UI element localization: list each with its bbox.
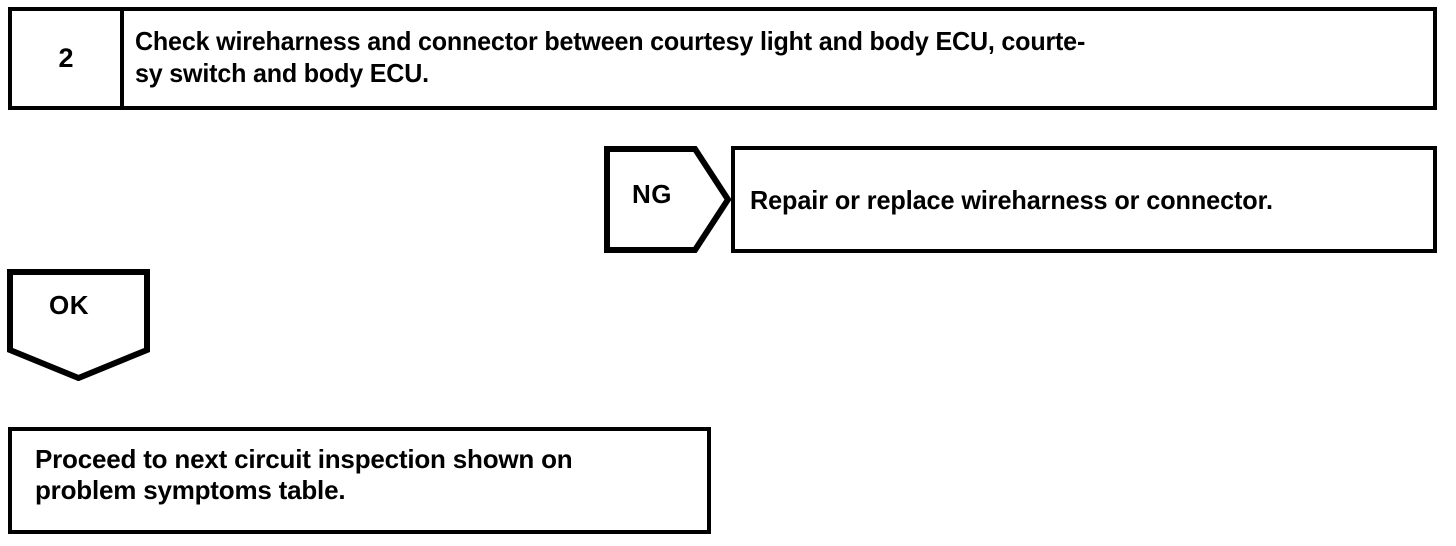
step-number: 2 [58,43,74,73]
step-instruction-row: 2 Check wireharness and connector betwee… [8,7,1437,110]
ng-result-box: Repair or replace wireharness or connect… [731,146,1437,253]
ng-arrow-icon [604,146,731,253]
ok-arrow-icon [7,269,150,381]
ng-branch-label: NG [632,179,672,209]
ok-result-text: Proceed to next circuit inspection shown… [35,444,573,505]
step-instruction-cell: Check wireharness and connector between … [124,11,1433,106]
ok-branch-label: OK [49,290,89,320]
ng-result-text: Repair or replace wireharness or connect… [750,184,1273,215]
step-number-cell: 2 [12,11,124,106]
ok-result-box: Proceed to next circuit inspection shown… [8,427,711,534]
step-instruction-text: Check wireharness and connector between … [135,26,1086,88]
